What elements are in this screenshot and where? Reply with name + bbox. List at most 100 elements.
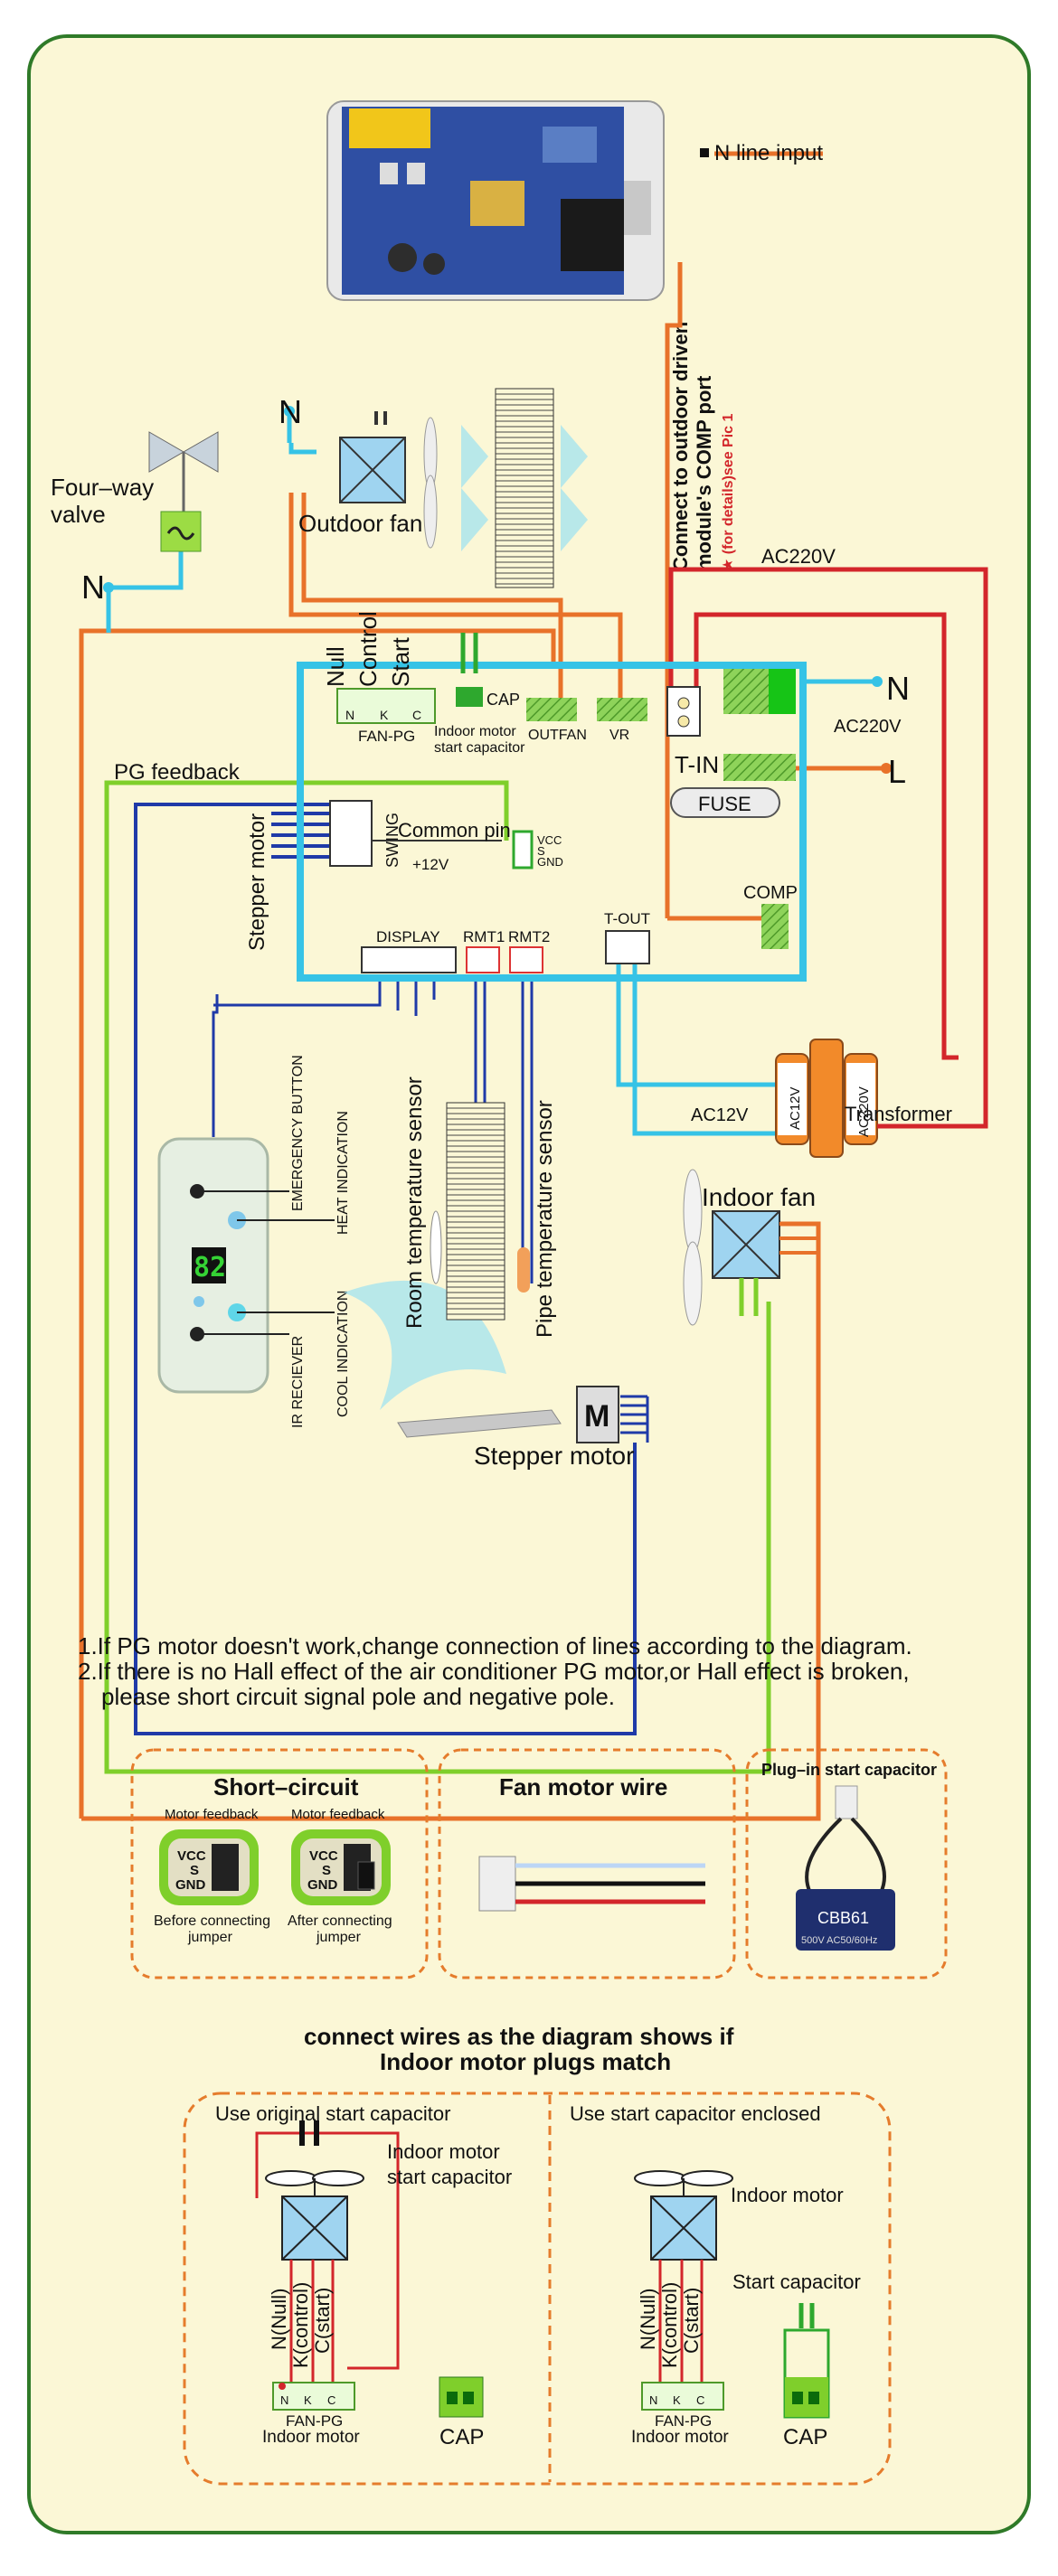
svg-text:N(Null): N(Null) <box>637 2289 659 2350</box>
orange-outer-wire <box>79 628 556 1819</box>
t-in-connector <box>666 686 701 737</box>
fan-motor-wire-image <box>478 1856 705 1912</box>
cap-connector: CAP Indoor motor start capacitor <box>434 633 525 756</box>
pg-feedback-return <box>104 1302 771 1774</box>
bottom-heading-2: Indoor motor plugs match <box>380 2048 671 2075</box>
outdoor-fan-label: Outdoor fan <box>298 510 422 537</box>
null-label: Null <box>322 646 349 687</box>
motor-feedback-2: Motor feedback <box>291 1807 385 1822</box>
right-n-null: N(Null) <box>637 2289 659 2350</box>
rmt2-connector <box>509 946 543 973</box>
svg-text:COOL INDICATION: COOL INDICATION <box>335 1291 351 1417</box>
outfan-label: OUTFAN <box>528 728 587 743</box>
n-line-input-label: N line input <box>714 141 823 165</box>
svg-text:C: C <box>696 2393 704 2407</box>
svg-text:Control: Control <box>354 611 382 687</box>
motor-feedback-1: Motor feedback <box>165 1807 259 1822</box>
indoor-fan-label: Indoor fan <box>702 1183 816 1211</box>
pg-feedback-wire <box>104 780 509 1533</box>
svg-text:start capacitor: start capacitor <box>434 740 525 756</box>
right-indoor-motor-text: Indoor motor <box>631 2428 729 2447</box>
plugin-cap-panel <box>745 1748 948 1979</box>
l-terminal <box>723 754 796 781</box>
vcc-label: VCC <box>537 833 562 847</box>
swing-louver <box>397 1409 562 1438</box>
start-label: Start <box>387 636 414 687</box>
left-cap-text: CAP <box>439 2425 484 2449</box>
svg-text:C: C <box>327 2393 335 2407</box>
svg-text:Stepper motor: Stepper motor <box>245 813 269 951</box>
after-label-1: After connecting <box>288 1913 392 1929</box>
left-n-null: N(Null) <box>268 2289 290 2350</box>
vcc-s-gnd-header <box>512 830 534 870</box>
t-out-label: T-OUT <box>604 910 650 927</box>
ac220v-top-label: AC220V <box>761 545 836 568</box>
vr-connector <box>597 698 647 721</box>
svg-text:AC12V: AC12V <box>788 1086 803 1130</box>
svg-text:K: K <box>380 708 389 722</box>
bottom-options-panel <box>183 2092 892 2486</box>
before-label-2: jumper <box>187 1930 233 1945</box>
outdoor-n-label: N <box>279 393 302 430</box>
transformer-label: Transformer <box>845 1103 952 1125</box>
indoor-pcb-outline <box>297 662 807 982</box>
svg-text:Room temperature sensor: Room temperature sensor <box>402 1076 427 1329</box>
fuse-label: FUSE <box>698 793 751 815</box>
svg-text:Pipe temperature sensor: Pipe temperature sensor <box>533 1100 557 1338</box>
svg-text:AC220V: AC220V <box>856 1086 872 1137</box>
t-out-connector <box>605 930 650 964</box>
right-option-title: Use start capacitor enclosed <box>570 2102 821 2125</box>
room-temp-sensor-label: Room temperature sensor <box>402 1076 427 1329</box>
comp-connector <box>761 904 789 949</box>
swing-connector: SWING Common pin +12V <box>329 800 511 873</box>
outfan-connector <box>526 698 577 721</box>
left-indoor-motor <box>265 2170 364 2386</box>
svg-text:C(start): C(start) <box>680 2288 703 2354</box>
s-label: S <box>537 844 545 858</box>
rmt2-label: RMT2 <box>508 928 550 945</box>
pipe-temp-sensor <box>517 1247 530 1293</box>
room-temp-sensor <box>430 1210 442 1284</box>
t-out-wire-2 <box>632 951 776 1136</box>
after-label-2: jumper <box>316 1930 362 1945</box>
svg-text:N: N <box>649 2393 657 2407</box>
right-fan-pg-label: FAN-PG <box>655 2412 712 2430</box>
stepper-motor-vertical-label: Stepper motor <box>245 813 269 951</box>
svg-text:C: C <box>412 708 421 722</box>
svg-text:Common pin: Common pin <box>398 819 511 841</box>
vr-label: VR <box>609 728 629 743</box>
right-c-start: C(start) <box>680 2288 703 2354</box>
svg-text:N: N <box>280 2393 288 2407</box>
svg-text:★ (for details)see Pic 1: ★ (for details)see Pic 1 <box>721 413 736 571</box>
right-cap-text: CAP <box>783 2425 827 2449</box>
svg-text:EMERGENCY BUTTON: EMERGENCY BUTTON <box>290 1055 306 1211</box>
ac220v-red-wire-outer <box>668 567 988 1129</box>
ac220v-red-wire-inner <box>694 612 959 1060</box>
right-fan-pg-connector: N K C <box>641 2382 724 2411</box>
n-right-label: N <box>886 670 910 707</box>
display-label: DISPLAY <box>376 928 440 945</box>
pg-feedback-label: PG feedback <box>114 760 241 785</box>
outdoor-fins <box>496 393 553 585</box>
t-in-label: T-IN <box>675 751 719 778</box>
svg-text:Connect to outdoor driven: Connect to outdoor driven <box>669 322 692 571</box>
svg-text:IR RECIEVER: IR RECIEVER <box>290 1336 306 1428</box>
note-line-2: 2.If there is no Hall effect of the air … <box>78 1658 910 1685</box>
outdoor-airflow <box>461 425 588 551</box>
svg-text:K(control): K(control) <box>658 2282 681 2368</box>
svg-text:C(start): C(start) <box>311 2288 334 2354</box>
left-cap-wire <box>255 2131 400 2205</box>
left-fan-pg-connector: N K C <box>272 2382 355 2411</box>
svg-text:VCC: VCC <box>177 1848 206 1864</box>
pipe-temp-sensor-label: Pipe temperature sensor <box>533 1100 557 1338</box>
svg-text:CAP: CAP <box>486 691 520 709</box>
svg-text:Null: Null <box>322 646 349 687</box>
right-indoor-motor-label: Indoor motor <box>731 2184 844 2206</box>
right-cap-plug <box>783 2303 830 2419</box>
valve-n-label: N <box>81 569 105 606</box>
left-fan-pg-label: FAN-PG <box>286 2412 343 2430</box>
heat-indication-label: HEAT INDICATION <box>335 1111 351 1235</box>
svg-text:N: N <box>345 708 354 722</box>
outdoor-heat-exchanger <box>495 388 554 588</box>
